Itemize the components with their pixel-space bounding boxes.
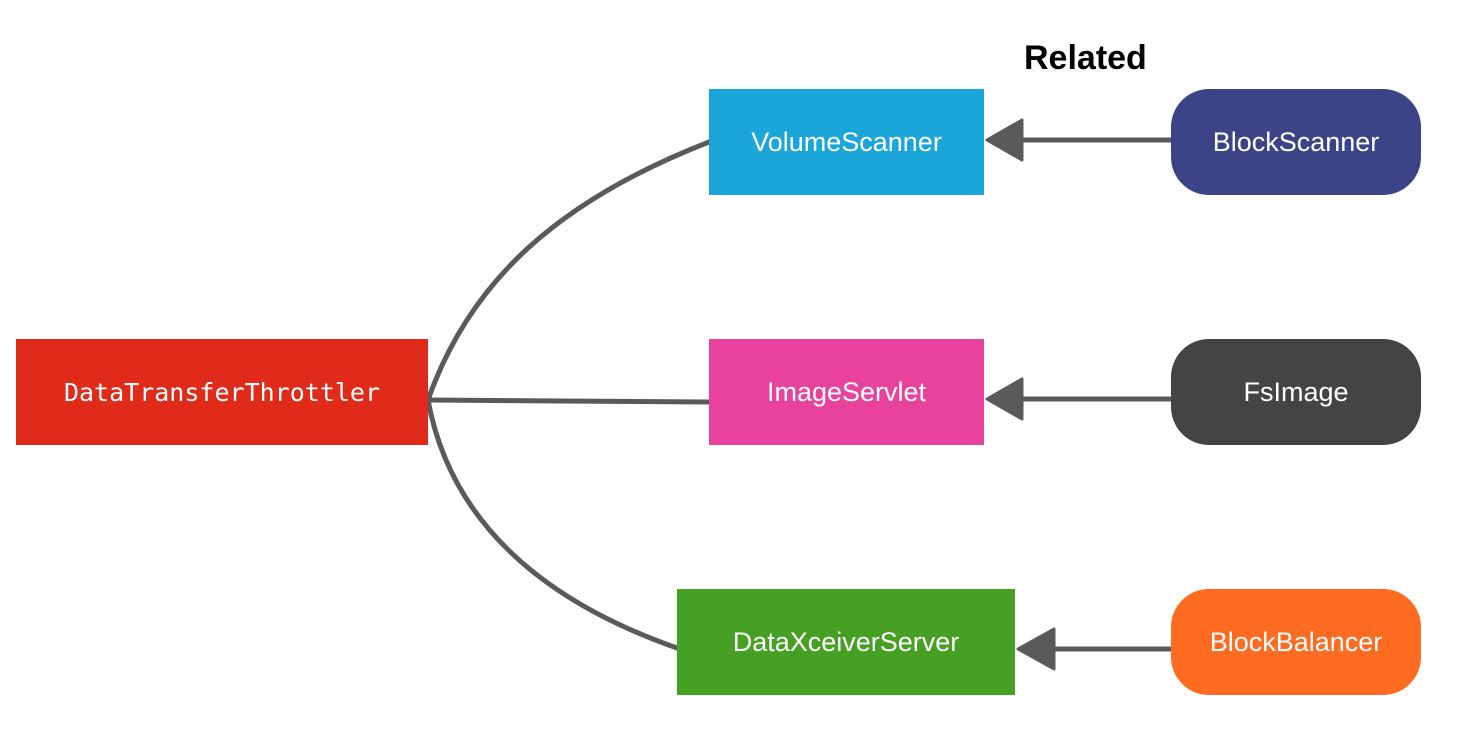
node-block-balancer: BlockBalancer — [1171, 589, 1421, 695]
node-volume-scanner: VolumeScanner — [709, 89, 984, 195]
node-image-servlet: ImageServlet — [709, 339, 984, 445]
node-block-scanner: BlockScanner — [1171, 89, 1421, 195]
edge-root-to-volume-scanner — [425, 139, 712, 403]
node-data-transfer-throttler: DataTransferThrottler — [16, 339, 428, 445]
arrowhead-volume-scanner — [985, 118, 1024, 162]
arrowhead-data-xceiver-server — [1016, 627, 1056, 671]
edge-root-to-image-servlet — [425, 397, 712, 405]
edge-root-to-data-xceiver-server — [425, 397, 680, 651]
arrowhead-image-servlet — [985, 377, 1024, 421]
node-fs-image: FsImage — [1171, 339, 1421, 445]
related-heading: Related — [1024, 39, 1147, 77]
node-data-xceiver-server: DataXceiverServer — [677, 589, 1015, 695]
